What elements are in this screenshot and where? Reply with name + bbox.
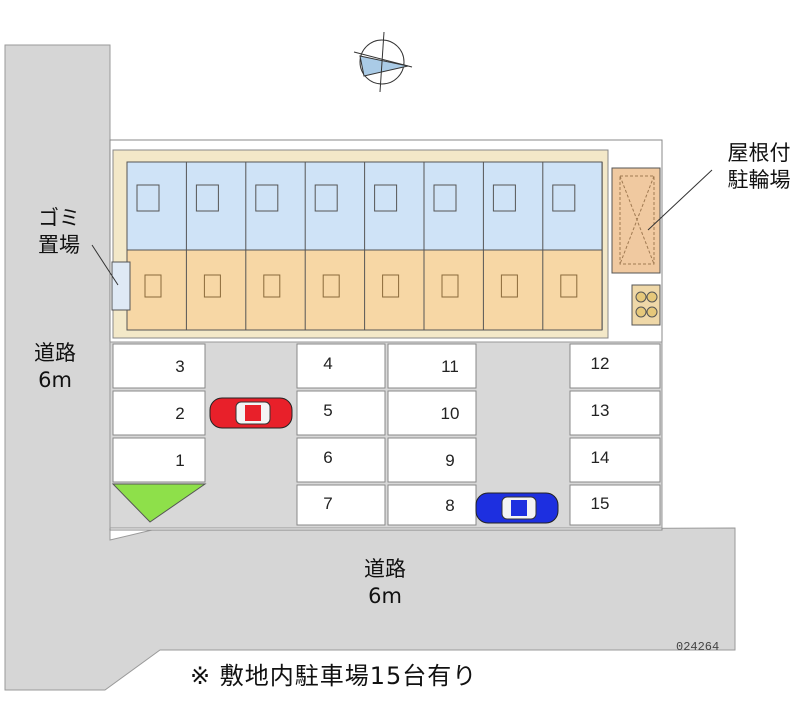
- unit-line: [382, 274, 400, 298]
- parking-slot-number: 13: [590, 401, 610, 420]
- parking-slot-number: 5: [323, 401, 333, 420]
- unit-line: [322, 274, 340, 298]
- unit-line: [492, 184, 516, 212]
- unit-line: [560, 274, 578, 298]
- unit-line: [500, 274, 518, 298]
- unit-line: [203, 274, 221, 298]
- parking-slot: [296, 390, 386, 436]
- parking-slot-number: 2: [175, 404, 185, 423]
- garbage-label: ゴミ置場: [38, 206, 80, 257]
- parking-slot: [569, 437, 661, 483]
- bike-parking-label: 屋根付駐輪場: [727, 141, 791, 192]
- red-car: [209, 397, 293, 429]
- unit-line: [136, 184, 160, 212]
- parking-slot: [112, 390, 206, 436]
- blue-car: [475, 492, 559, 524]
- north-arrow-icon: [353, 31, 413, 93]
- parking-slot-number: 14: [590, 448, 610, 467]
- parking-slot: [387, 390, 477, 436]
- bike-shed: [611, 167, 661, 274]
- parking-slot-number: 9: [445, 451, 455, 470]
- parking-slot-number: 11: [441, 357, 459, 376]
- parking-note: ※ 敷地内駐車場15台有り: [190, 662, 478, 690]
- parking-slot: [296, 343, 386, 389]
- parking-slot: [112, 437, 206, 483]
- map-code: 024264: [676, 640, 720, 654]
- meter-box: [631, 284, 661, 326]
- parking-slot-number: 3: [175, 357, 185, 376]
- unit-line: [552, 184, 576, 212]
- parking-slot: [569, 343, 661, 389]
- parking-slot-number: 12: [590, 354, 610, 373]
- parking-slot: [296, 484, 386, 526]
- parking-slot: [569, 390, 661, 436]
- parking-slot: [112, 343, 206, 389]
- unit-line: [255, 184, 279, 212]
- unit-line: [433, 184, 457, 212]
- unit-line: [144, 274, 162, 298]
- parking-slot-number: 1: [175, 451, 185, 470]
- green-area: [111, 483, 207, 523]
- parking-slot: [569, 484, 661, 526]
- parking-slot-number: 6: [323, 448, 333, 467]
- parking-slot: [387, 437, 477, 483]
- garbage-box: [111, 261, 131, 311]
- parking-slot-number: 4: [323, 354, 333, 373]
- parking-slot: [296, 437, 386, 483]
- unit-line: [195, 184, 219, 212]
- unit-line: [263, 274, 281, 298]
- parking-slot-number: 15: [590, 494, 610, 513]
- parking-slot: [387, 343, 477, 389]
- unit-line: [374, 184, 398, 212]
- parking-slot-number: 7: [323, 494, 333, 513]
- parking-slot-outlines: [112, 343, 661, 526]
- unit-line: [314, 184, 338, 212]
- unit-divisions: [126, 162, 603, 330]
- parking-slot-number: 10: [440, 404, 460, 423]
- unit-line: [441, 274, 459, 298]
- parking-paving: [109, 341, 663, 529]
- parking-slot-number: 8: [445, 496, 455, 515]
